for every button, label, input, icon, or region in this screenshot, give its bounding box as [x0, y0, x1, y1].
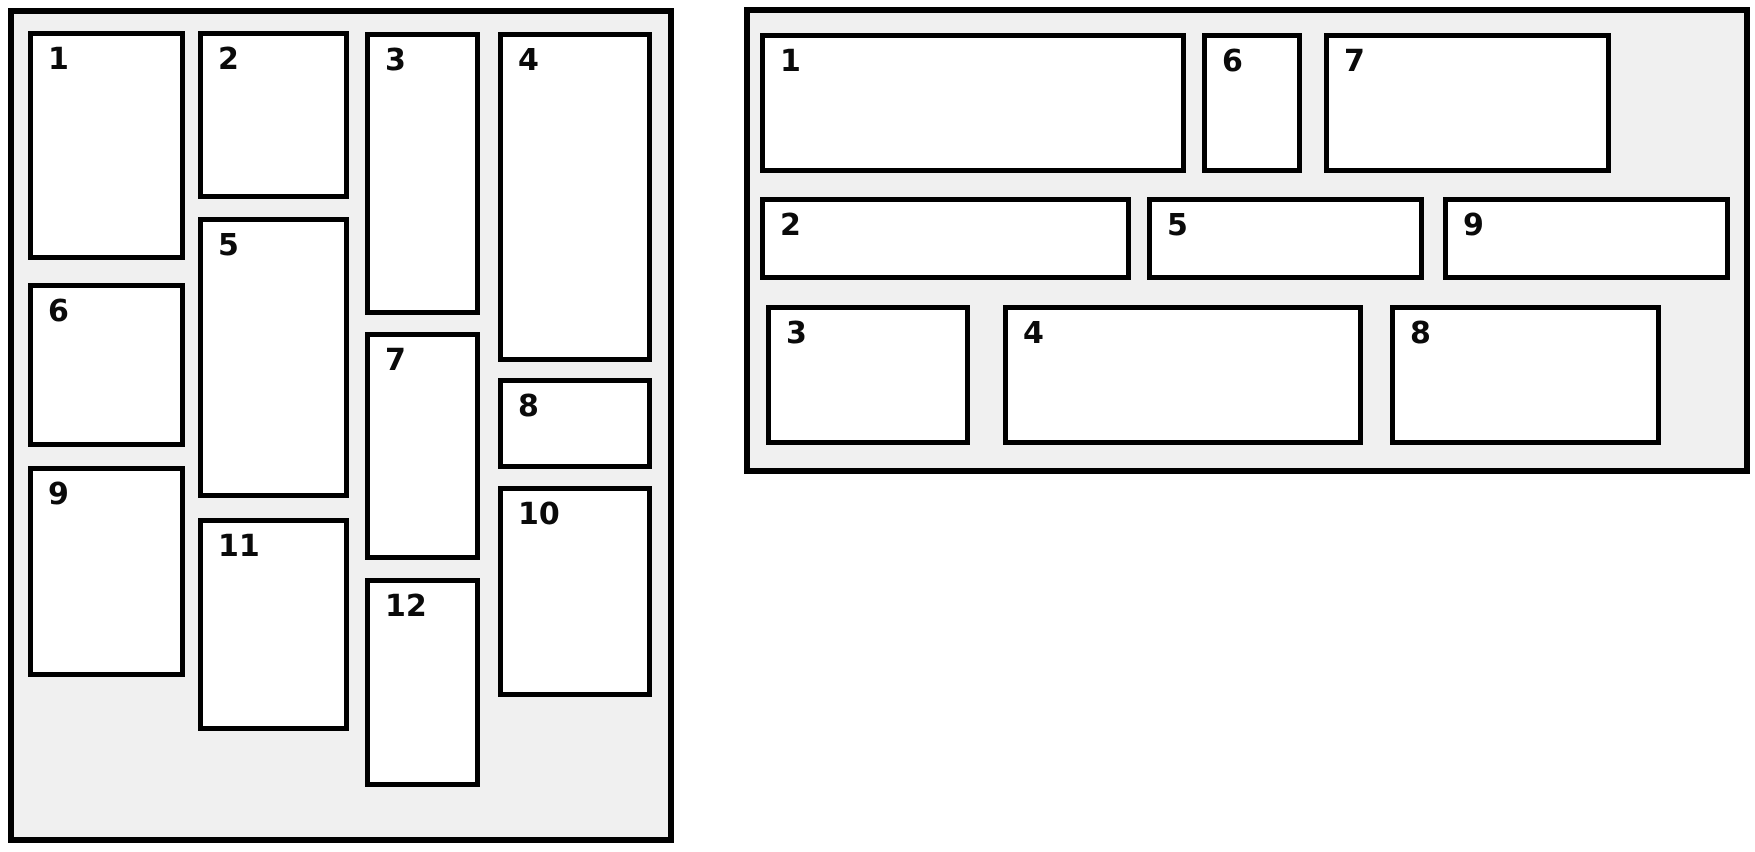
masonry-tile: 3: [766, 305, 970, 445]
tile-number-label: 12: [385, 589, 427, 624]
tile-number-label: 11: [218, 529, 260, 564]
tile-number-label: 7: [385, 343, 406, 378]
tile-number-label: 4: [518, 43, 539, 78]
masonry-tile: 2: [198, 31, 349, 199]
masonry-tile: 6: [1202, 33, 1302, 173]
tile-number-label: 1: [780, 44, 801, 79]
masonry-tile: 1: [760, 33, 1186, 173]
tile-number-label: 5: [218, 228, 239, 263]
tile-number-label: 3: [385, 43, 406, 78]
masonry-tile: 9: [28, 466, 185, 677]
tile-number-label: 1: [48, 42, 69, 77]
tile-number-label: 9: [48, 477, 69, 512]
horizontal-masonry-panel: 1 2 3 4 5 6 7 8 9: [744, 7, 1750, 474]
tile-number-label: 6: [1222, 44, 1243, 79]
tile-number-label: 7: [1344, 44, 1365, 79]
tile-number-label: 5: [1167, 208, 1188, 243]
masonry-tile: 5: [1147, 197, 1424, 280]
masonry-tile: 9: [1443, 197, 1730, 280]
tile-number-label: 8: [1410, 316, 1431, 351]
masonry-tile: 1: [28, 31, 185, 260]
masonry-tile: 2: [760, 197, 1131, 280]
tile-number-label: 2: [218, 42, 239, 77]
masonry-tile: 5: [198, 217, 349, 498]
tile-number-label: 9: [1463, 208, 1484, 243]
masonry-tile: 12: [365, 578, 480, 787]
masonry-tile: 7: [365, 332, 480, 560]
masonry-tile: 8: [1390, 305, 1661, 445]
tile-number-label: 4: [1023, 316, 1044, 351]
tile-number-label: 3: [786, 316, 807, 351]
masonry-tile: 8: [498, 378, 652, 469]
masonry-tile: 4: [1003, 305, 1363, 445]
tile-number-label: 6: [48, 294, 69, 329]
masonry-tile: 4: [498, 32, 652, 362]
tile-number-label: 8: [518, 389, 539, 424]
masonry-tile: 7: [1324, 33, 1611, 173]
tile-number-label: 10: [518, 497, 560, 532]
masonry-tile: 6: [28, 283, 185, 447]
masonry-tile: 10: [498, 486, 652, 697]
tile-number-label: 2: [780, 208, 801, 243]
masonry-tile: 3: [365, 32, 480, 315]
masonry-tile: 11: [198, 518, 349, 731]
